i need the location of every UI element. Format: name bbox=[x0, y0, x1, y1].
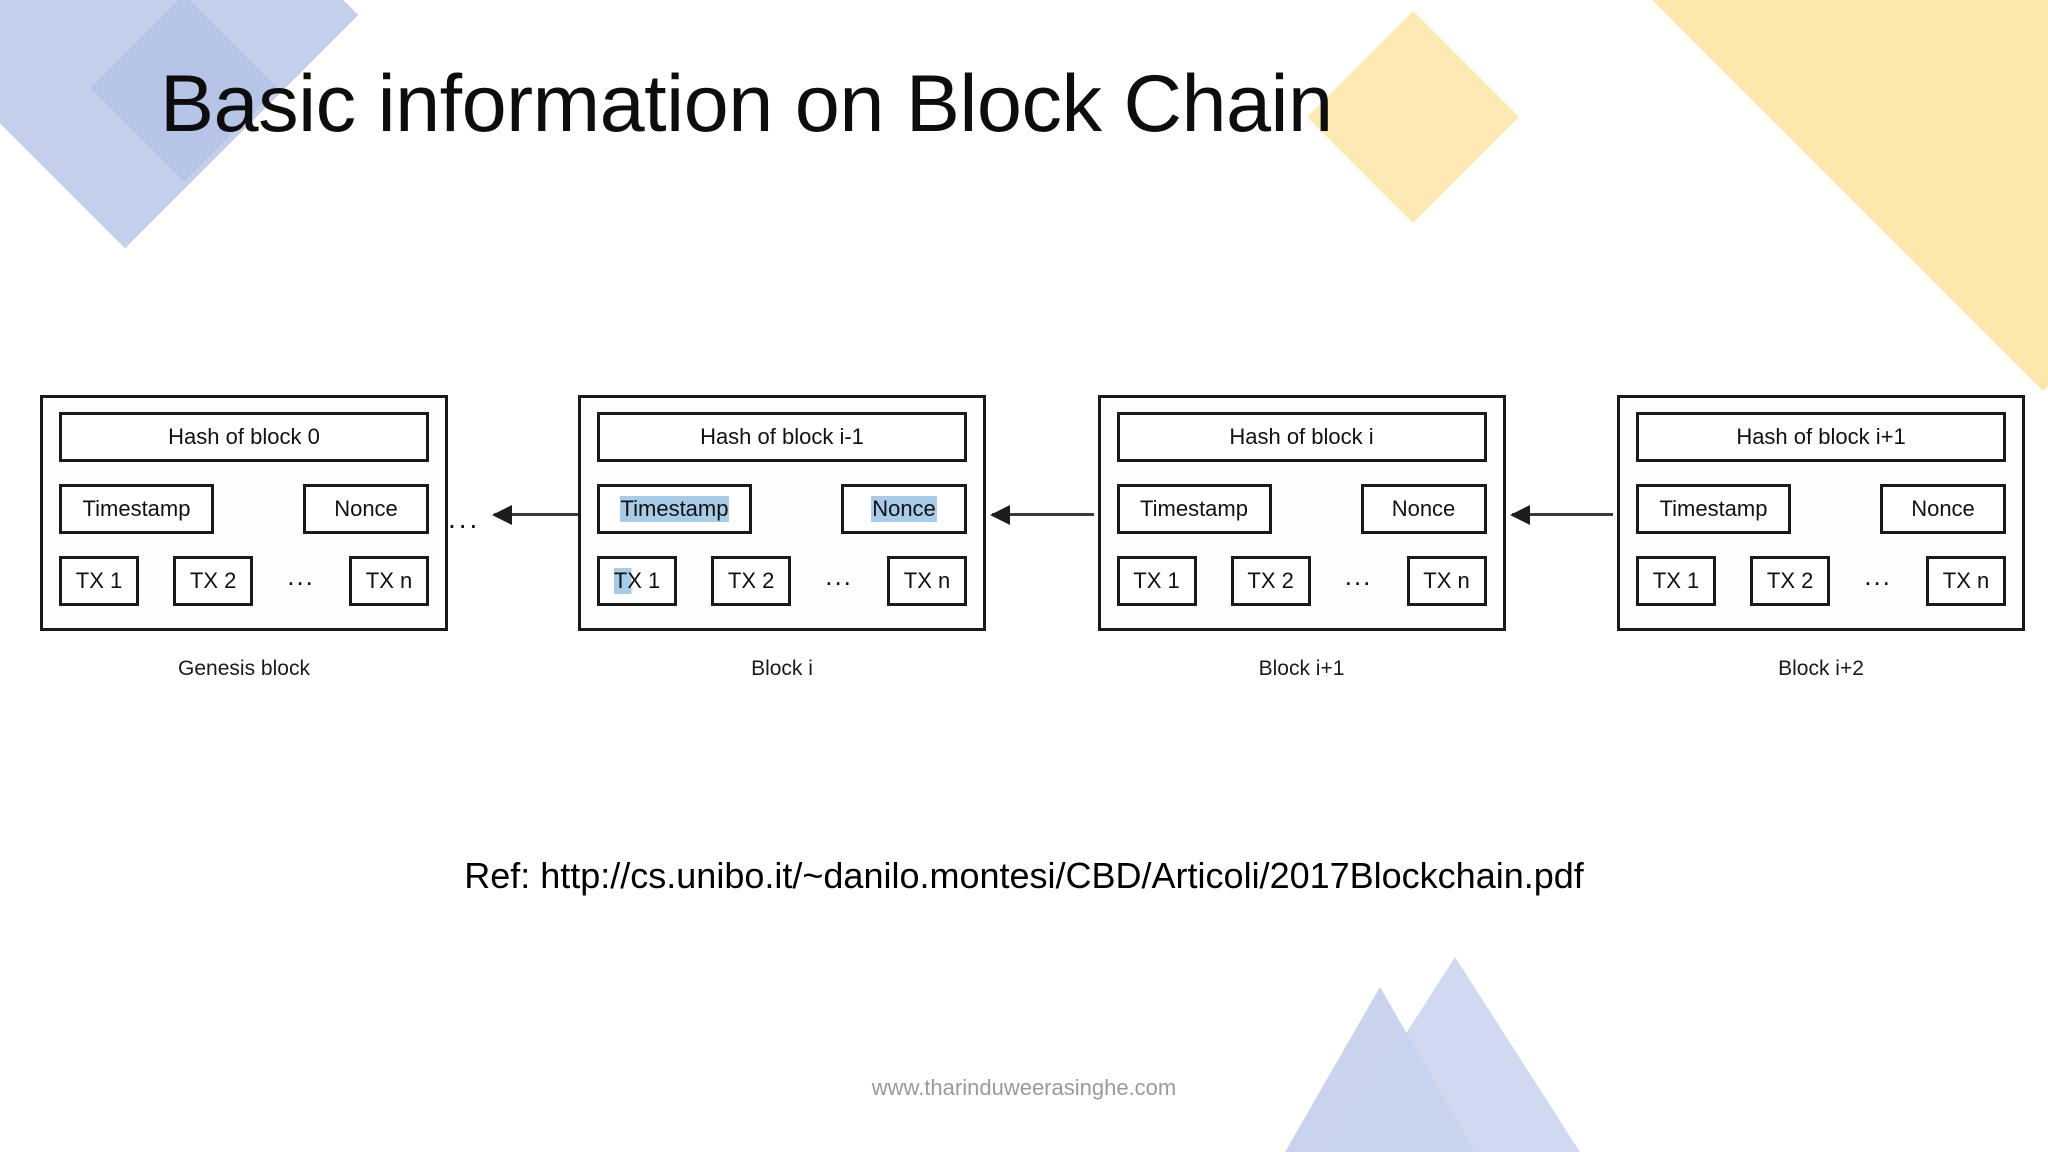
tx-label: TX n bbox=[1423, 568, 1470, 593]
decor-triangle-blue-small bbox=[1285, 987, 1475, 1152]
arrow-icon bbox=[492, 505, 578, 525]
timestamp-label: Timestamp bbox=[82, 496, 191, 521]
tx-label: TX 1 bbox=[613, 568, 661, 594]
hash-label: Hash of block i-1 bbox=[700, 424, 864, 449]
block-i-plus-2: Hash of block i+1 Timestamp Nonce TX 1 bbox=[1617, 395, 2025, 681]
timestamp-cell-i-plus-1: Timestamp bbox=[1116, 484, 1272, 534]
timestamp-label: Timestamp bbox=[1659, 496, 1768, 521]
tx-ellipsis: ... bbox=[1344, 561, 1373, 591]
tx-label: TX 1 bbox=[75, 568, 123, 593]
blockchain-diagram: Hash of block 0 Timestamp Nonce TX 1 bbox=[0, 395, 2048, 725]
meta-row-i: Timestamp Nonce bbox=[597, 484, 967, 534]
tx-ellipsis: ... bbox=[287, 561, 315, 591]
nonce-cell-genesis: Nonce bbox=[303, 484, 429, 534]
nonce-label: Nonce bbox=[334, 496, 398, 521]
block-body-i: Hash of block i-1 Timestamp Nonce TX 1 bbox=[578, 395, 986, 631]
timestamp-label: Timestamp bbox=[1140, 496, 1248, 521]
tx-label: TX 2 bbox=[1247, 568, 1294, 593]
timestamp-cell-genesis: Timestamp bbox=[59, 484, 214, 534]
nonce-label: Nonce bbox=[1911, 496, 1975, 521]
nonce-cell-i-plus-1: Nonce bbox=[1360, 484, 1487, 534]
hash-cell-i-plus-1: Hash of block i bbox=[1116, 412, 1487, 462]
nonce-cell-i-plus-2: Nonce bbox=[1880, 484, 2006, 534]
tx-label: TX n bbox=[1942, 568, 1990, 593]
block-i-plus-1: Hash of block i Timestamp Nonce TX 1 bbox=[1097, 395, 1506, 681]
tx-label: TX 1 bbox=[1133, 568, 1180, 593]
tx-cell: TX 1 bbox=[1116, 556, 1197, 606]
meta-row-genesis: Timestamp Nonce bbox=[59, 484, 429, 534]
decor-triangle-blue-large bbox=[1330, 957, 1580, 1152]
hash-cell-i: Hash of block i-1 bbox=[597, 412, 967, 462]
nonce-label: Nonce bbox=[1391, 496, 1456, 521]
tx-label: TX 2 bbox=[727, 568, 775, 593]
chain-lead-gap: ... bbox=[448, 395, 578, 657]
tx-row-i: TX 1 TX 2 ... TX n bbox=[597, 556, 967, 606]
block-body-i-plus-1: Hash of block i Timestamp Nonce TX 1 bbox=[1097, 395, 1506, 631]
tx-cell: TX n bbox=[887, 556, 967, 606]
decor-diamond-yellow-small bbox=[1306, 10, 1520, 224]
block-genesis: Hash of block 0 Timestamp Nonce TX 1 bbox=[40, 395, 448, 681]
tx-cell: TX n bbox=[349, 556, 429, 606]
meta-row-i-plus-2: Timestamp Nonce bbox=[1636, 484, 2006, 534]
block-caption-i: Block i bbox=[751, 657, 813, 680]
tx-label: TX n bbox=[365, 568, 413, 593]
block-caption-genesis: Genesis block bbox=[178, 657, 310, 680]
tx-cell: TX n bbox=[1926, 556, 2006, 606]
hash-label: Hash of block 0 bbox=[168, 424, 320, 449]
tx-cell: TX 1 bbox=[597, 556, 677, 606]
timestamp-cell-i-plus-2: Timestamp bbox=[1636, 484, 1791, 534]
block-caption-i-plus-2: Block i+2 bbox=[1778, 657, 1864, 680]
meta-row-i-plus-1: Timestamp Nonce bbox=[1116, 484, 1487, 534]
tx-label: TX 2 bbox=[1766, 568, 1814, 593]
tx-ellipsis: ... bbox=[825, 561, 853, 591]
tx-cell: TX 2 bbox=[711, 556, 792, 606]
tx-cell: TX 2 bbox=[173, 556, 254, 606]
tx-label: TX n bbox=[903, 568, 951, 593]
tx-label: TX 2 bbox=[189, 568, 237, 593]
block-body-i-plus-2: Hash of block i+1 Timestamp Nonce TX 1 bbox=[1617, 395, 2025, 631]
tx-label: TX 1 bbox=[1652, 568, 1700, 593]
tx-cell: TX n bbox=[1406, 556, 1487, 606]
block-caption-i-plus-1: Block i+1 bbox=[1258, 657, 1345, 680]
nonce-cell-i: Nonce bbox=[841, 484, 967, 534]
arrow-icon bbox=[1509, 505, 1613, 525]
chain-connector-2 bbox=[1506, 395, 1618, 657]
block-body-genesis: Hash of block 0 Timestamp Nonce TX 1 bbox=[40, 395, 448, 631]
hash-label: Hash of block i+1 bbox=[1736, 424, 1906, 449]
timestamp-cell-i: Timestamp bbox=[597, 484, 752, 534]
timestamp-label: Timestamp bbox=[619, 496, 730, 522]
arrow-icon bbox=[990, 505, 1094, 525]
footer-website: www.tharinduweerasinghe.com bbox=[871, 1075, 1177, 1100]
page-title: Basic information on Block Chain bbox=[160, 59, 1333, 149]
decor-diamond-yellow-large bbox=[1647, 0, 2048, 391]
tx-cell: TX 2 bbox=[1750, 556, 1831, 606]
leading-ellipsis: ... bbox=[448, 503, 481, 534]
tx-ellipsis: ... bbox=[1864, 561, 1892, 591]
tx-row-genesis: TX 1 TX 2 ... TX n bbox=[59, 556, 429, 606]
tx-row-i-plus-1: TX 1 TX 2 ... TX n bbox=[1116, 556, 1487, 606]
hash-cell-genesis: Hash of block 0 bbox=[59, 412, 429, 462]
chain-connector-1 bbox=[986, 395, 1098, 657]
reference-text: Ref: http://cs.unibo.it/~danilo.montesi/… bbox=[464, 855, 1584, 896]
tx-cell: TX 2 bbox=[1230, 556, 1311, 606]
block-i: Hash of block i-1 Timestamp Nonce TX 1 bbox=[578, 395, 986, 681]
tx-cell: TX 1 bbox=[1636, 556, 1716, 606]
hash-cell-i-plus-2: Hash of block i+1 bbox=[1636, 412, 2006, 462]
hash-label: Hash of block i bbox=[1229, 424, 1374, 449]
nonce-label: Nonce bbox=[871, 496, 937, 522]
tx-cell: TX 1 bbox=[59, 556, 139, 606]
tx-row-i-plus-2: TX 1 TX 2 ... TX n bbox=[1636, 556, 2006, 606]
